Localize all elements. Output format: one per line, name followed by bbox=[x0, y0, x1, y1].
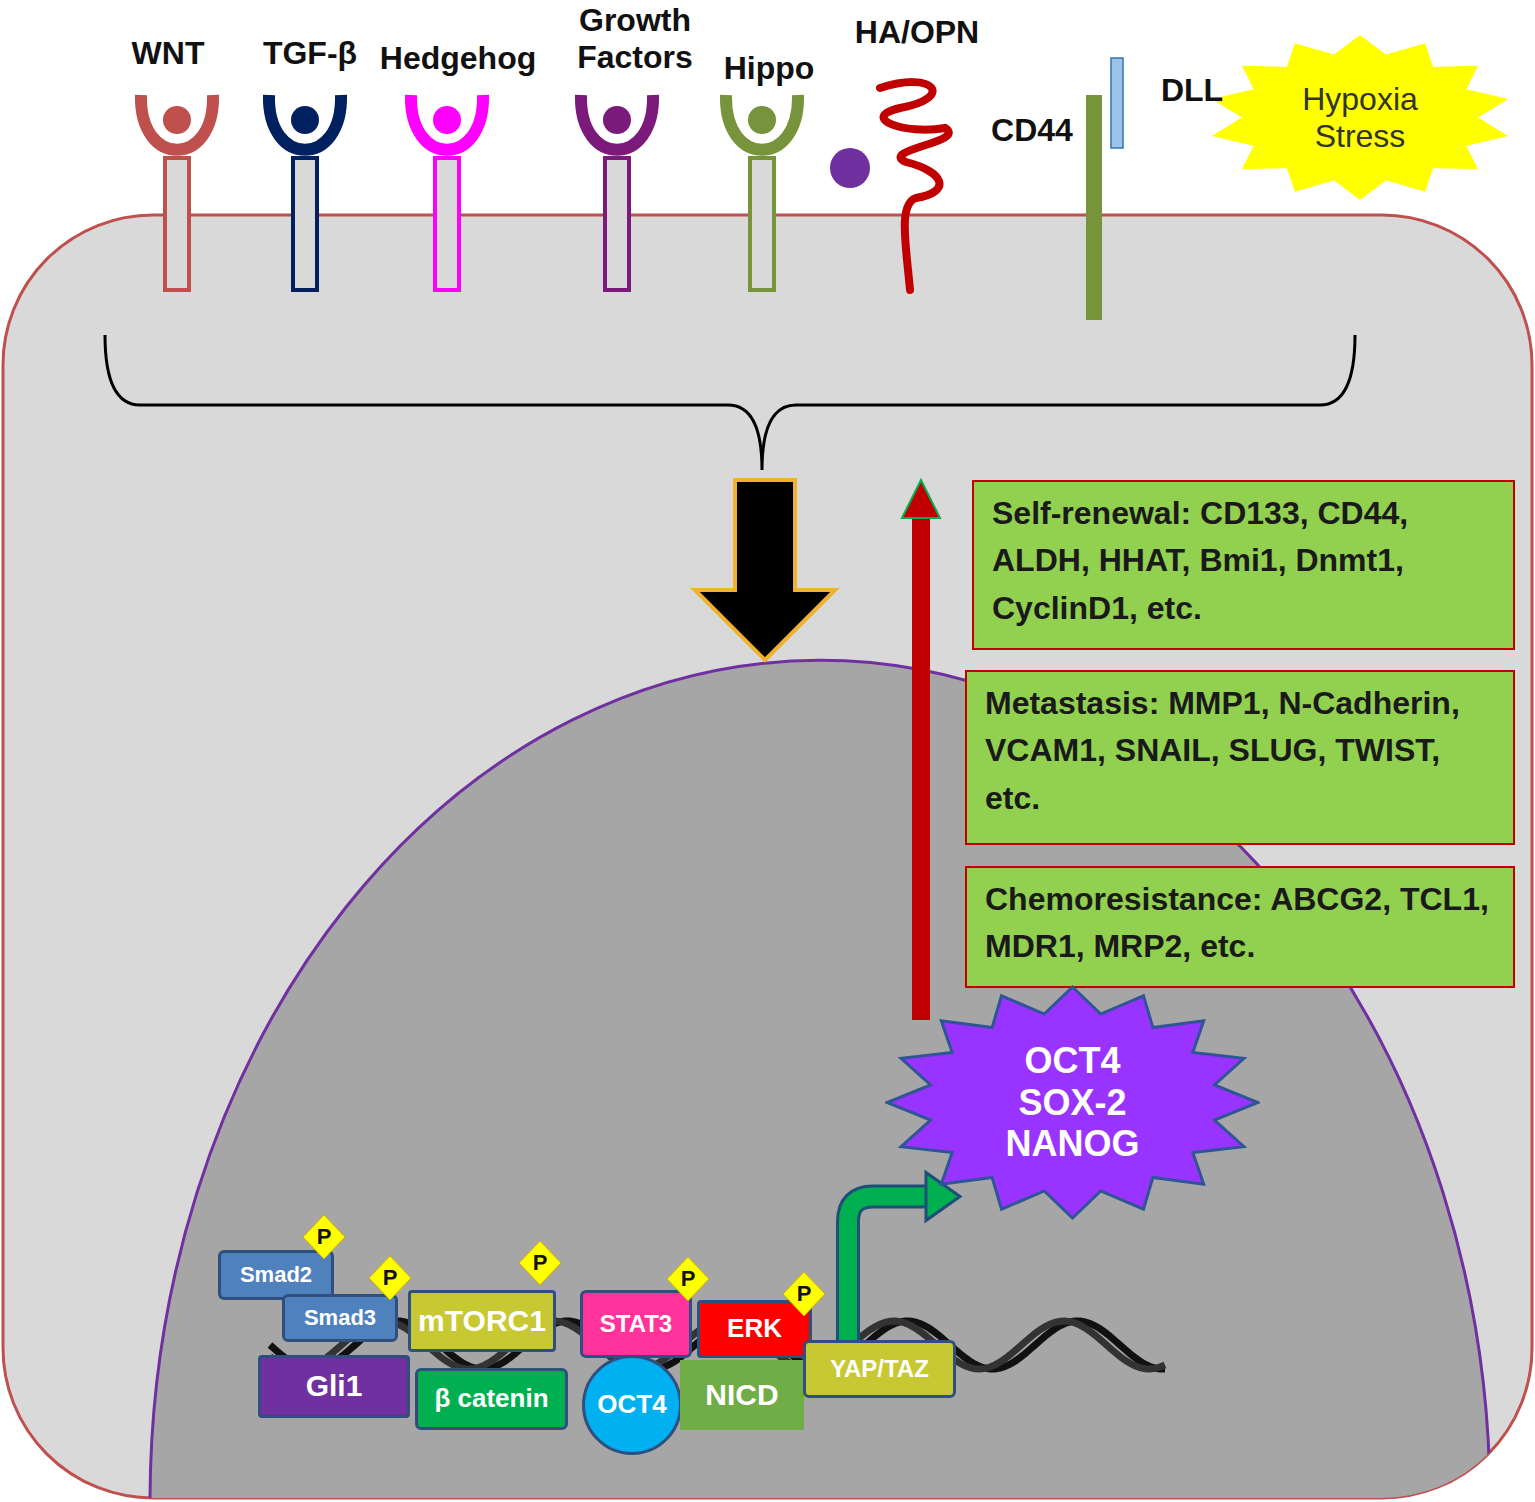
node-text: STAT3 bbox=[600, 1310, 672, 1338]
pathway-label: WNT bbox=[68, 35, 268, 72]
pathway-label: HA/OPN bbox=[827, 14, 1007, 51]
node-text: OCT4 SOX-2 NANOG bbox=[1003, 1040, 1143, 1164]
arrow-outline bbox=[848, 1197, 930, 1343]
output-arrow-head bbox=[902, 480, 940, 518]
smad2-box: Smad2 bbox=[218, 1250, 334, 1300]
mtorc1-box: mTORC1 bbox=[408, 1290, 556, 1352]
receptor-stem bbox=[165, 158, 189, 290]
node-text: P bbox=[317, 1224, 332, 1249]
node-text: Self-renewal: CD133, CD44, ALDH, HHAT, B… bbox=[992, 490, 1499, 632]
oct4-circle: OCT4 bbox=[582, 1355, 682, 1455]
receptor-stem bbox=[750, 158, 774, 290]
phospho-diamond-shape bbox=[519, 1241, 561, 1285]
hyaluronan-ball bbox=[830, 148, 870, 188]
pathway-label: Hippo bbox=[694, 50, 844, 87]
beta-catenin-box: β catenin bbox=[415, 1368, 568, 1430]
receptor-cup bbox=[726, 95, 798, 150]
receptor-stem bbox=[435, 158, 459, 290]
pluripotency-star-shape bbox=[887, 987, 1258, 1218]
ligand bbox=[603, 106, 631, 134]
gli1-box: Gli1 bbox=[258, 1355, 410, 1418]
node-text: Gli1 bbox=[306, 1369, 363, 1404]
receptor-cup bbox=[411, 95, 483, 150]
pathway-label: CD44 bbox=[972, 112, 1092, 149]
node-text: P bbox=[681, 1266, 696, 1291]
ligand bbox=[291, 106, 319, 134]
phospho-diamond-shape bbox=[783, 1272, 825, 1316]
node-text: YAP/TAZ bbox=[830, 1355, 929, 1383]
arrow-body bbox=[848, 1197, 930, 1343]
node-text: ERK bbox=[727, 1314, 782, 1344]
node-text: Chemoresistance: ABCG2, TCL1, MDR1, MRP2… bbox=[985, 876, 1499, 971]
ligand bbox=[163, 106, 191, 134]
output-box: Chemoresistance: ABCG2, TCL1, MDR1, MRP2… bbox=[965, 866, 1515, 988]
pluripotency-star: OCT4 SOX-2 NANOG bbox=[885, 985, 1260, 1220]
node-text: P bbox=[383, 1265, 398, 1290]
node-text: Smad2 bbox=[240, 1262, 312, 1287]
phospho-diamond: P bbox=[302, 1214, 346, 1260]
node-text: NICD bbox=[705, 1378, 778, 1413]
ligand bbox=[433, 106, 461, 134]
erk-box: ERK bbox=[697, 1300, 812, 1358]
cd44-bar bbox=[1086, 232, 1102, 320]
phospho-diamond-shape bbox=[303, 1215, 345, 1259]
pathway-label: Hedgehog bbox=[358, 40, 558, 77]
phospho-diamond: P bbox=[666, 1256, 710, 1302]
receptors bbox=[141, 95, 798, 290]
node-text: P bbox=[797, 1281, 812, 1306]
node-text: Smad3 bbox=[304, 1305, 376, 1330]
receptor-stem bbox=[293, 158, 317, 290]
osteopontin-chain bbox=[880, 82, 949, 290]
output-box: Metastasis: MMP1, N-Cadherin, VCAM1, SNA… bbox=[965, 670, 1515, 845]
bracket bbox=[105, 335, 1355, 470]
phospho-diamond: P bbox=[368, 1255, 412, 1301]
pathway-label: DLL bbox=[1142, 72, 1242, 109]
cd44-bar bbox=[1086, 95, 1102, 235]
node-text: mTORC1 bbox=[418, 1304, 546, 1339]
signal-arrow bbox=[695, 480, 835, 660]
dll-bar bbox=[1111, 58, 1123, 148]
yap-taz-box: YAP/TAZ bbox=[803, 1340, 956, 1398]
stat3-box: STAT3 bbox=[580, 1290, 692, 1358]
receptor-stem bbox=[605, 158, 629, 290]
phospho-diamond-shape bbox=[369, 1256, 411, 1300]
output-arrow-shaft bbox=[912, 515, 930, 1020]
phospho-diamond: P bbox=[518, 1240, 562, 1286]
node-text: β catenin bbox=[434, 1384, 548, 1414]
receptor-cup bbox=[269, 95, 341, 150]
smad3-box: Smad3 bbox=[282, 1294, 398, 1342]
receptor-cup bbox=[581, 95, 653, 150]
hypoxia-star-shape bbox=[1216, 37, 1505, 198]
node-text: OCT4 bbox=[597, 1390, 666, 1420]
pathway-label: Growth Factors bbox=[550, 2, 720, 76]
activation-arrow bbox=[848, 1173, 960, 1343]
output-box: Self-renewal: CD133, CD44, ALDH, HHAT, B… bbox=[972, 480, 1515, 650]
node-text: P bbox=[533, 1250, 548, 1275]
node-text: Hypoxia Stress bbox=[1265, 81, 1455, 155]
phospho-diamond-shape bbox=[667, 1257, 709, 1301]
ligand bbox=[748, 106, 776, 134]
node-text: Metastasis: MMP1, N-Cadherin, VCAM1, SNA… bbox=[985, 680, 1499, 822]
nicd-box: NICD bbox=[680, 1360, 804, 1430]
receptor-cup bbox=[141, 95, 213, 150]
hypoxia-star: Hypoxia Stress bbox=[1210, 35, 1510, 200]
phospho-diamond: P bbox=[782, 1271, 826, 1317]
